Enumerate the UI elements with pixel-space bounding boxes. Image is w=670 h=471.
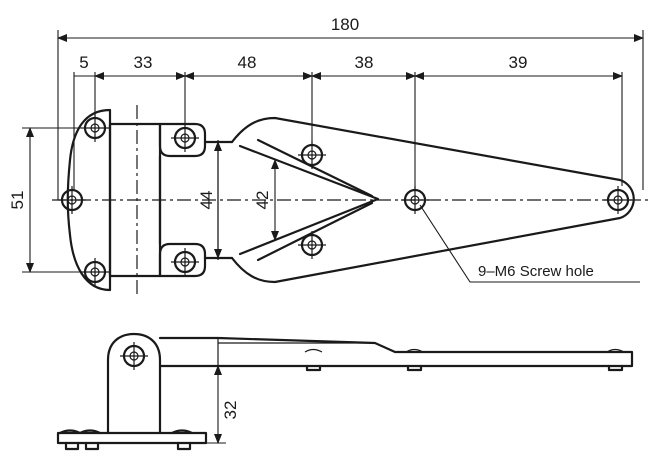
screw-hole-icon [401, 186, 429, 214]
arm-outline [230, 116, 635, 284]
side-arm [158, 336, 634, 368]
dim-42-label: 42 [253, 191, 272, 210]
screw-hole-icon [81, 258, 109, 286]
screw-hole-icon [58, 186, 86, 214]
dim-51-label: 51 [8, 191, 27, 210]
side-view: 32 [56, 332, 634, 451]
top-view: 180 5 33 48 38 39 51 44 42 9–M6 Screw ho… [8, 15, 650, 295]
dim-32-label: 32 [221, 401, 240, 420]
arm-v-cut [238, 144, 380, 256]
screw-hole-callout: 9–M6 Screw hole [478, 263, 594, 280]
dim-48-label: 48 [238, 53, 257, 72]
screw-hole-icon [171, 248, 199, 276]
screw-hole-icon [604, 186, 632, 214]
dim-5-label: 5 [79, 53, 88, 72]
side-knuckle [106, 332, 162, 435]
base-plate-outline [66, 108, 112, 292]
screw-hole-icon [298, 141, 326, 169]
dim-33-label: 33 [134, 53, 153, 72]
dim-44-label: 44 [197, 191, 216, 210]
upper-flange [158, 122, 207, 158]
screw-hole-icon [171, 124, 199, 152]
dim-overall-label: 180 [331, 15, 359, 34]
side-base-plate [56, 431, 208, 445]
lower-flange [158, 242, 207, 278]
dim-38-label: 38 [355, 53, 374, 72]
screw-hole-icon [298, 231, 326, 259]
dim-39-label: 39 [509, 53, 528, 72]
